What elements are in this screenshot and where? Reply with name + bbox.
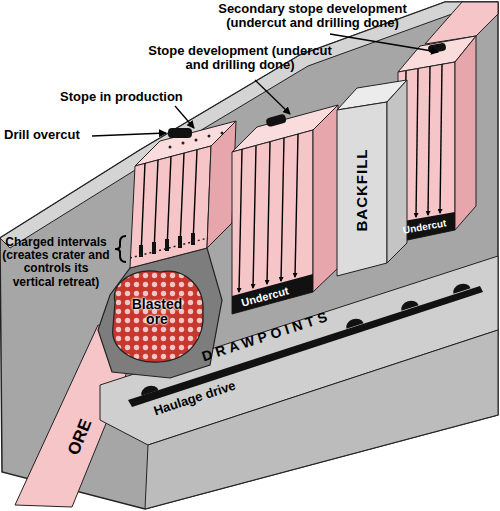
drill-holes <box>239 134 298 292</box>
charge <box>191 233 195 245</box>
stope-front <box>232 130 313 314</box>
drill-hole <box>141 163 145 255</box>
drawpoint <box>451 282 470 294</box>
drill-hole <box>281 138 284 281</box>
drawpoint <box>139 384 158 396</box>
callout-label: Charged intervals (creates crater and co… <box>2 236 110 289</box>
backfill-stope: BACKFILL <box>337 78 409 278</box>
charge-level-line <box>130 238 208 258</box>
drill-hole <box>239 149 242 292</box>
backfill-front <box>337 102 387 276</box>
collar <box>182 142 185 145</box>
drill-hole <box>416 69 418 217</box>
drill-holes <box>404 64 442 219</box>
callout-label: Stope in production <box>60 90 183 104</box>
drill-hole <box>440 64 442 213</box>
stope-front <box>130 146 211 268</box>
drawpoint <box>344 317 363 329</box>
collar <box>195 139 198 142</box>
drill-hole <box>428 66 430 215</box>
leader-arrow <box>255 80 290 114</box>
leader-arrow <box>330 34 438 52</box>
drill-overcut <box>265 114 287 128</box>
blasted-ore-pile: Blasted ore <box>105 262 210 367</box>
drill-hole <box>253 146 256 288</box>
ore-vein-top <box>425 2 498 44</box>
bracket <box>115 236 126 262</box>
drill-hole <box>154 160 158 252</box>
collar <box>208 135 211 138</box>
callout-label: Drill overcut <box>4 128 80 142</box>
backfill-label: BACKFILL <box>354 149 370 232</box>
drill-holes <box>141 150 197 255</box>
blasted-ore-label: Blasted ore <box>122 297 192 326</box>
drill-collars <box>169 132 224 149</box>
drill-hole <box>167 156 171 249</box>
callout-label: Stope development (undercut and drilling… <box>140 44 340 73</box>
drawpoint <box>399 299 418 311</box>
collar <box>169 146 172 149</box>
collar <box>221 132 224 135</box>
stope-side <box>455 36 476 230</box>
stope-side <box>313 105 338 292</box>
backfill-stope-outline <box>337 78 409 278</box>
callout-label: Secondary stope development (undercut an… <box>205 2 420 31</box>
drill-hole <box>180 153 184 246</box>
drill-overcut <box>168 128 192 138</box>
drill-hole <box>267 142 270 284</box>
drill-hole <box>295 134 298 277</box>
charged-intervals <box>141 233 193 257</box>
blasted-ore-shape <box>113 271 203 362</box>
drill-hole <box>193 150 197 243</box>
undercut <box>232 274 313 314</box>
leader-arrow <box>175 106 194 128</box>
leader-arrow <box>92 133 166 136</box>
